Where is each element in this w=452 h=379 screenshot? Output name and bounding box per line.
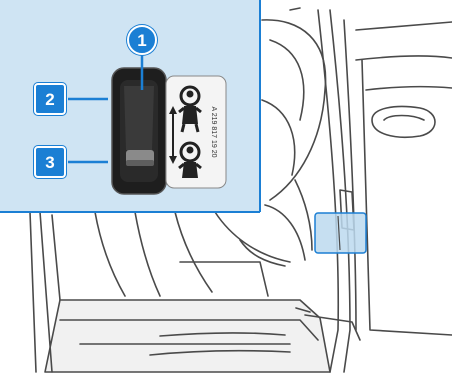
callout-2-marker: 2 bbox=[34, 83, 66, 115]
switch-location-highlight bbox=[315, 213, 366, 253]
child-lock-sticker: A 219 817 19 20 bbox=[166, 76, 226, 188]
child-lock-switch bbox=[112, 68, 166, 194]
sticker-part-number: A 219 817 19 20 bbox=[210, 107, 217, 158]
callout-1-marker: 1 bbox=[127, 25, 157, 55]
callout-3-marker: 3 bbox=[34, 146, 66, 178]
